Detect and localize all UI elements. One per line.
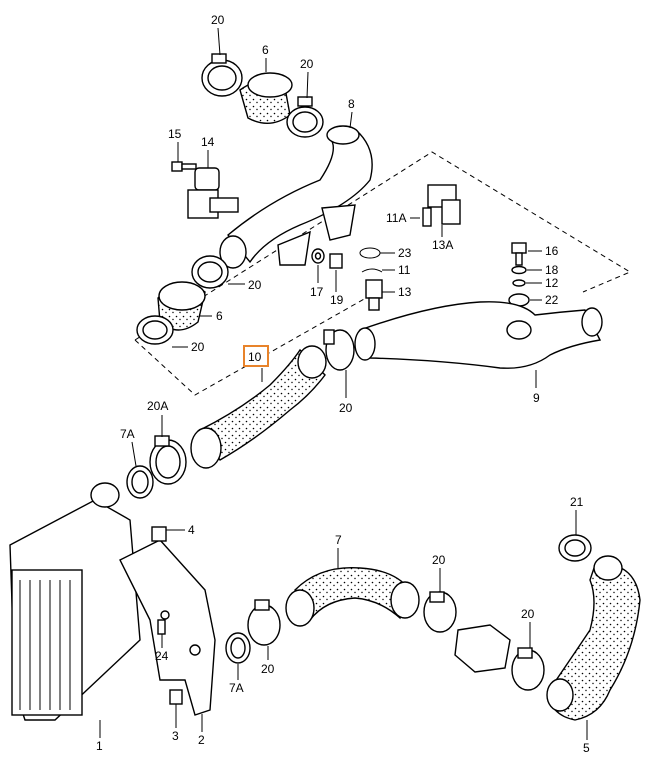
- label-11a[interactable]: 11A: [386, 211, 406, 225]
- label-20-bottom-left[interactable]: 20: [261, 662, 275, 676]
- label-1[interactable]: 1: [96, 739, 103, 753]
- pressure-pipe-9[interactable]: [354, 301, 603, 369]
- hose-6-upper[interactable]: [239, 72, 293, 124]
- hose-6-lower[interactable]: [157, 281, 206, 331]
- label-13a[interactable]: 13A: [432, 238, 453, 252]
- intercooler-1[interactable]: [9, 482, 141, 721]
- clamp-21[interactable]: [558, 534, 592, 562]
- label-22[interactable]: 22: [545, 293, 559, 307]
- label-20-upper-right[interactable]: 20: [300, 57, 314, 71]
- washer-17[interactable]: [311, 248, 325, 264]
- o-ring-23[interactable]: [359, 247, 381, 259]
- bolt-15[interactable]: [171, 161, 197, 172]
- label-9[interactable]: 9: [533, 391, 540, 405]
- intake-pipe-8[interactable]: [219, 125, 373, 269]
- label-7a-top[interactable]: 7A: [120, 427, 135, 441]
- label-7a-bottom[interactable]: 7A: [229, 681, 244, 695]
- label-2[interactable]: 2: [198, 733, 205, 747]
- leader-lines: [99, 27, 588, 740]
- label-24[interactable]: 24: [155, 649, 169, 663]
- clamp-20-hose10[interactable]: [323, 329, 355, 371]
- hose-5[interactable]: [546, 555, 641, 721]
- clamp-20-mid[interactable]: [191, 255, 229, 289]
- label-14[interactable]: 14: [201, 135, 215, 149]
- label-6-upper[interactable]: 6: [262, 43, 269, 57]
- bracket-2[interactable]: [119, 539, 216, 716]
- label-13[interactable]: 13: [398, 285, 412, 299]
- label-3[interactable]: 3: [172, 729, 179, 743]
- label-20-bottom-mid[interactable]: 20: [432, 553, 446, 567]
- label-15[interactable]: 15: [168, 127, 182, 141]
- sensor-13a[interactable]: [427, 184, 461, 225]
- label-16[interactable]: 16: [545, 244, 559, 258]
- label-20-bottom-right[interactable]: 20: [521, 607, 535, 621]
- label-17[interactable]: 17: [310, 285, 324, 299]
- label-5[interactable]: 5: [583, 741, 590, 755]
- clamp-20-bottom-right[interactable]: [511, 647, 545, 691]
- clamp-20-upper-right[interactable]: [286, 96, 324, 138]
- valve-14[interactable]: [187, 167, 239, 219]
- label-20-mid-clamp[interactable]: 20: [248, 278, 262, 292]
- callout-labels: 20 6 20 8 15 14 11A 13A 16 23 11 18 20 1…: [96, 13, 590, 755]
- bolt-16[interactable]: [511, 242, 527, 266]
- o-ring-7a-top[interactable]: [126, 465, 154, 499]
- coupler[interactable]: [454, 624, 511, 673]
- label-23[interactable]: 23: [398, 246, 412, 260]
- label-8[interactable]: 8: [348, 97, 355, 111]
- nut-19[interactable]: [329, 253, 343, 269]
- washer-12[interactable]: [512, 279, 526, 287]
- label-20-top[interactable]: 20: [211, 13, 225, 27]
- label-11[interactable]: 11: [398, 263, 411, 277]
- clamp-20-top[interactable]: [201, 53, 243, 97]
- label-6-lower[interactable]: 6: [216, 309, 223, 323]
- clamp-20a[interactable]: [149, 435, 187, 485]
- label-20a[interactable]: 20A: [147, 399, 168, 413]
- clamp-20-bottom-mid[interactable]: [423, 591, 457, 633]
- label-20-hose10[interactable]: 20: [339, 401, 353, 415]
- label-4[interactable]: 4: [188, 523, 195, 537]
- label-12[interactable]: 12: [545, 276, 559, 290]
- hose-7[interactable]: [285, 566, 420, 627]
- hose-10[interactable]: [190, 345, 327, 469]
- bolt-3[interactable]: [169, 689, 183, 705]
- bolt-24[interactable]: [157, 619, 166, 635]
- clamp-20-bottom-left[interactable]: [247, 599, 281, 646]
- bolt-4[interactable]: [151, 526, 167, 542]
- highlight-box-10: [243, 345, 269, 367]
- sensor-13[interactable]: [365, 279, 383, 311]
- bolt-11a[interactable]: [422, 207, 432, 227]
- circlip-11[interactable]: [361, 268, 383, 273]
- label-20-left-clamp[interactable]: 20: [191, 340, 205, 354]
- label-18[interactable]: 18: [545, 263, 559, 277]
- clamp-20-left[interactable]: [136, 315, 174, 345]
- label-19[interactable]: 19: [330, 293, 344, 307]
- label-21[interactable]: 21: [570, 495, 584, 509]
- o-ring-7a-bottom[interactable]: [225, 632, 251, 664]
- washer-18[interactable]: [511, 265, 527, 275]
- label-7[interactable]: 7: [335, 533, 342, 547]
- label-10[interactable]: 10: [248, 350, 262, 364]
